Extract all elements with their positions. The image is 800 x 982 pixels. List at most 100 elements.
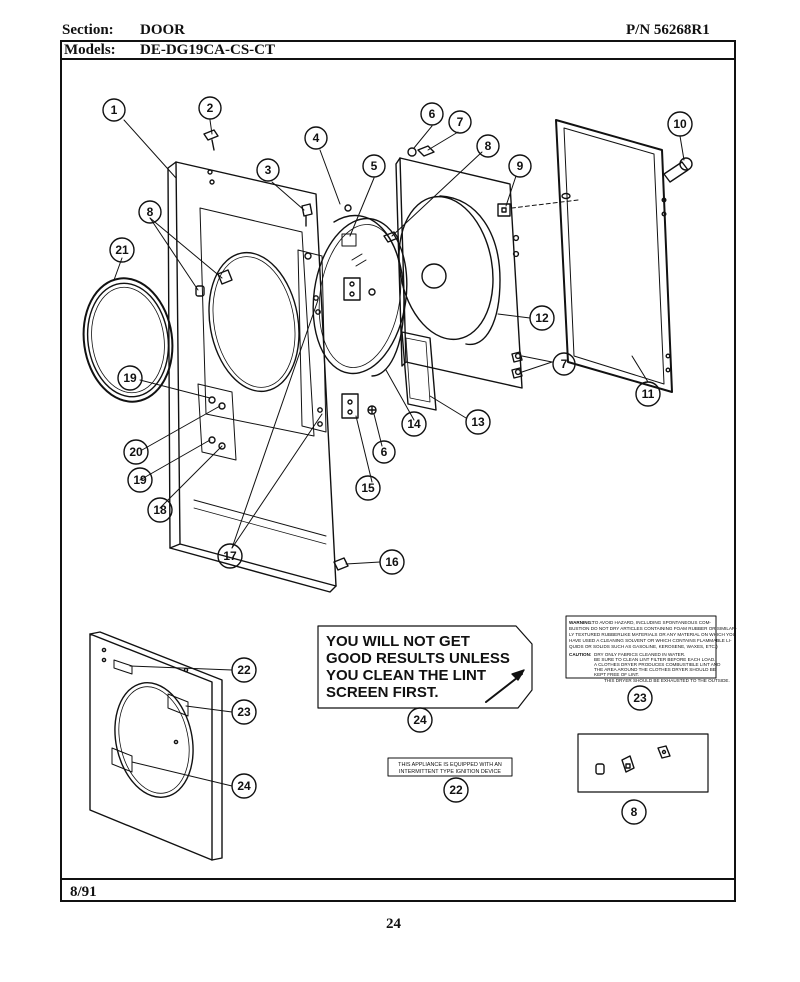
leader-lines [113,119,685,565]
banner-line-3: YOU CLEAN THE LINT [326,667,486,684]
svg-text:4: 4 [313,131,320,145]
svg-text:7: 7 [457,115,464,129]
callout-7-top: 7 [448,110,472,134]
svg-text:6: 6 [429,107,436,121]
caution-line-5: KEPT FREE OF LINT. [594,672,639,677]
callout-24-inset: 24 [231,773,257,799]
banner-line-4: SCREEN FIRST. [326,684,439,701]
svg-text:20: 20 [129,445,143,459]
door-stop-16 [333,557,349,571]
lint-screen-label: YOU WILL NOT GET GOOD RESULTS UNLESS YOU… [317,625,533,709]
svg-text:1: 1 [111,103,118,117]
door-strike-kit-inset [577,733,709,793]
callout-23-inset: 23 [231,699,257,725]
caution-title: CAUTION: [569,652,592,657]
callout-21: 21 [109,237,135,263]
section-value: DOOR [140,22,185,38]
caution-line-1: DRY ONLY FABRICS CLEANED IN WATER. [594,652,685,657]
warning-line-2: BUSTION DO NOT DRY ARTICLES CONTAINING F… [569,626,737,631]
caution-line-6: THIS DRYER SHOULD BE EXHAUSTED TO THE OU… [604,678,730,683]
svg-text:23: 23 [633,691,647,705]
svg-text:22: 22 [449,783,463,797]
callout-3: 3 [256,158,280,182]
callout-13: 13 [465,409,491,435]
callout-15: 15 [355,475,381,501]
door-strike-8 [195,269,233,297]
warning-line-1: TO AVOID HAZARD, INCLUDING SPONTANEOUS C… [592,620,711,625]
models-value: DE-DG19CA-CS-CT [140,42,275,58]
banner-line-1: YOU WILL NOT GET [326,633,470,650]
models-label: Models: [64,42,116,58]
hinge-screw-2 [203,129,219,151]
svg-text:24: 24 [413,713,427,727]
ignition-line-2: INTERMITTENT TYPE IGNITION DEVICE [399,769,501,775]
diagram-frame [60,40,736,902]
warning-line-5: QUIDS OR SOLIDS SUCH AS GASOLINE, KEROSE… [569,644,718,649]
outer-door-panel [167,161,337,593]
callout-circles: 1 2 3 4 5 6 7 8 9 10 11 12 13 14 6 15 16… [102,96,693,825]
door-catch-9 [497,203,511,217]
callout-5: 5 [362,154,386,178]
banner-line-2: GOOD RESULTS UNLESS [326,650,510,667]
svg-text:14: 14 [407,417,421,431]
callout-19-lower: 19 [127,467,153,493]
caution-line-4: THE AREA AROUND THE CLOTHES DRYER SHOULD… [594,667,716,672]
svg-text:12: 12 [535,311,549,325]
door-seal [555,119,673,393]
svg-text:23: 23 [237,705,251,719]
svg-text:11: 11 [642,387,655,401]
callout-16: 16 [379,549,405,575]
door-gasket-ring [82,277,174,403]
inner-door-panel [395,157,523,389]
callout-2: 2 [198,96,222,120]
callout-11: 11 [635,381,661,407]
hinge-pin-3 [301,203,313,227]
section-label: Section: [62,22,114,38]
svg-text:16: 16 [385,555,399,569]
callout-6-top: 6 [420,102,444,126]
svg-text:3: 3 [265,163,272,177]
callout-18: 18 [147,497,173,523]
caution-line-3: A CLOTHES DRYER PRODUCES COMBUSTIBLE LIN… [594,662,721,667]
svg-text:6: 6 [381,445,388,459]
svg-text:9: 9 [517,159,524,173]
svg-text:19: 19 [123,371,137,385]
warning-line-4: HAVE USED A CLEANING SOLVENT OR WHICH CO… [569,638,732,643]
svg-text:18: 18 [153,503,167,517]
callout-12: 12 [529,305,555,331]
svg-text:19: 19 [133,473,147,487]
svg-text:15: 15 [361,481,375,495]
callout-8-left: 8 [138,200,162,224]
warning-caution-label: WARNING: TO AVOID HAZARD, INCLUDING SPON… [565,615,737,683]
svg-text:17: 17 [223,549,237,563]
svg-text:8: 8 [147,205,154,219]
callout-1: 1 [102,98,126,122]
svg-text:13: 13 [471,415,485,429]
callout-4: 4 [304,126,328,150]
door-handle-10 [663,157,693,183]
callout-19-upper: 19 [117,365,143,391]
svg-text:8: 8 [485,139,492,153]
footer-date: 8/91 [70,884,97,900]
callout-22-label: 22 [443,777,469,803]
lint-screen-cover [401,331,437,411]
callout-24-label: 24 [407,707,433,733]
callout-8-top: 8 [476,134,500,158]
inset-door-labels [89,631,233,861]
warning-line-3: LY TEXTURED RUBBERLIKE MATERIALS OR ANY … [569,632,736,637]
hinge-bracket-lower [341,393,377,419]
svg-text:22: 22 [237,663,251,677]
warning-title: WARNING: [569,620,593,625]
svg-text:5: 5 [371,159,378,173]
hinge-bracket-upper [341,204,376,301]
svg-text:24: 24 [237,779,251,793]
ignition-device-label: THIS APPLIANCE IS EQUIPPED WITH AN INTER… [387,757,513,777]
header-rule [60,58,736,60]
fasteners-6-7 [383,145,523,379]
svg-text:7: 7 [561,357,568,371]
page-number: 24 [386,916,401,932]
svg-text:8: 8 [631,805,638,819]
footer-rule [60,878,736,880]
